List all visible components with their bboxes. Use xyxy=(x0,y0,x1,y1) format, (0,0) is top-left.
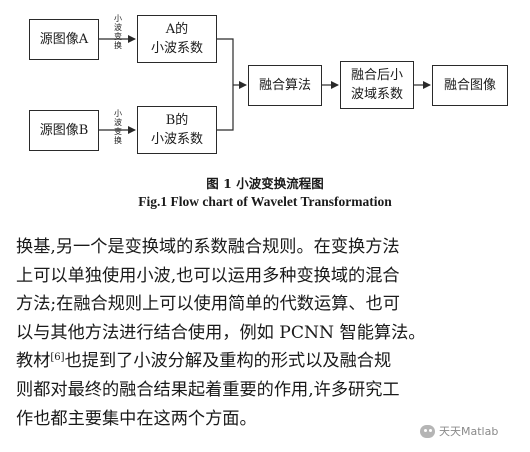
node-coeff-b: B的 小波系数 xyxy=(137,106,217,154)
flowchart: 源图像A 小 波 变 换 A的 小波系数 源图像B 小 波 变 换 B的 小波系… xyxy=(0,0,530,170)
node-label-line: 小波系数 xyxy=(150,41,203,56)
text-fragment: 教材 xyxy=(16,351,51,372)
node-label-line: 融合后小 xyxy=(350,68,403,83)
node-label-line: B的 xyxy=(165,113,189,128)
wechat-icon xyxy=(420,424,435,438)
node-label-line: 小波系数 xyxy=(150,132,203,147)
node-label: 源图像A xyxy=(39,32,89,47)
body-paragraph: 换基,另一个是变换域的系数融合规则。在变换方法 上可以单独使用小波,也可以运用多… xyxy=(16,233,522,433)
node-source-image-b: 源图像B xyxy=(29,110,99,151)
text-line: 换基,另一个是变换域的系数融合规则。在变换方法 xyxy=(16,237,400,257)
watermark: 天天Matlab xyxy=(420,423,498,439)
node-fusion-algorithm: 融合算法 xyxy=(248,65,322,106)
node-label: 融合算法 xyxy=(258,78,311,93)
node-fused-coefficients: 融合后小 波域系数 xyxy=(340,61,414,109)
node-label-line: A的 xyxy=(165,22,189,37)
text-line: 方法;在融合规则上可以使用简单的代数运算、也可 xyxy=(16,294,400,315)
figure-caption-en: Fig.1 Flow chart of Wavelet Transformati… xyxy=(138,194,392,209)
text-line: 则都对最终的融合结果起着重要的作用,许多研究工 xyxy=(16,379,400,400)
flowchart-arrows xyxy=(99,35,431,134)
figure-caption-cn: 图 1 小波变换流程图 xyxy=(206,176,324,191)
connector-coeff-a xyxy=(217,38,234,85)
node-label: 融合图像 xyxy=(443,78,496,93)
text-line: 上可以单独使用小波,也可以运用多种变换域的混合 xyxy=(16,265,400,286)
node-label-line: 波域系数 xyxy=(350,87,403,102)
text-fragment: 也提到了小波分解及重构的形式以及融合规 xyxy=(64,351,392,372)
node-fused-image: 融合图像 xyxy=(432,65,508,106)
watermark-text: 天天Matlab xyxy=(439,425,499,438)
text-line: 以与其他方法进行结合使用，例如 PCNN 智能算法。 xyxy=(16,322,426,343)
edge-label-wavelet-transform-a: 小 波 变 换 xyxy=(114,14,122,50)
text-line: 作也都主要集中在这两个方面。 xyxy=(16,408,257,429)
edge-label-wavelet-transform-b: 小 波 变 换 xyxy=(114,109,122,145)
text-line-with-citation: 教材[6]也提到了小波分解及重构的形式以及融合规 xyxy=(16,347,522,376)
connector-coeff-b xyxy=(217,85,234,131)
node-coeff-a: A的 小波系数 xyxy=(137,15,217,63)
citation-ref[interactable]: [6] xyxy=(50,352,65,364)
node-source-image-a: 源图像A xyxy=(29,19,99,60)
node-label: 源图像B xyxy=(39,123,89,138)
